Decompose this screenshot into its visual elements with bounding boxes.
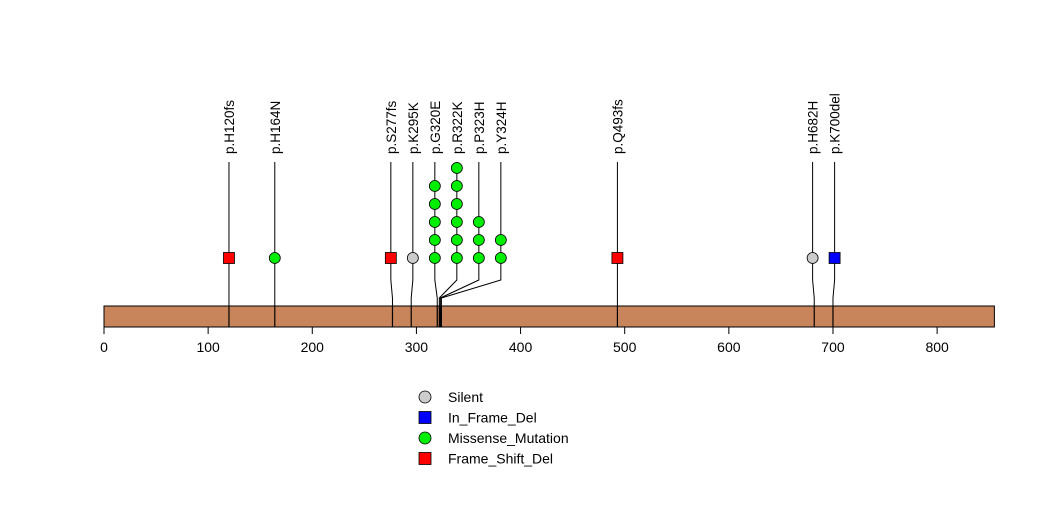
mutation-marker-in-frame-del [828, 252, 841, 264]
mutation-marker-silent [806, 252, 819, 264]
legend-label: Missense_Mutation [448, 430, 569, 446]
legend: SilentIn_Frame_DelMissense_MutationFrame… [418, 389, 569, 467]
mutation-label: p.H120fs [222, 100, 237, 154]
position-marks [228, 306, 834, 327]
connector-line [410, 162, 414, 306]
mutation-label: p.K295K [406, 102, 421, 154]
mutation-label: p.S277fs [384, 100, 399, 154]
connector-line [390, 162, 393, 306]
x-tick-label: 600 [717, 339, 741, 355]
mutation-marker-frame-shift-del [384, 252, 397, 264]
x-tick-label: 500 [613, 339, 637, 355]
mutation-marker-missense-mutation [450, 234, 463, 246]
legend-label: In_Frame_Del [448, 410, 537, 426]
legend-swatch-circle [418, 390, 432, 404]
x-tick-label: 300 [405, 339, 429, 355]
mutation-label: p.K700del [828, 93, 843, 154]
mutation-marker-missense-mutation [268, 252, 281, 264]
mutation-marker-missense-mutation [450, 252, 463, 264]
protein-domain-bar [103, 305, 995, 328]
mutation-marker-missense-mutation [472, 252, 485, 264]
connector-line [440, 162, 502, 306]
legend-item-missense-mutation: Missense_Mutation [418, 430, 569, 446]
x-tick-label: 800 [925, 339, 949, 355]
mutation-marker-missense-mutation [428, 180, 441, 192]
mutation-labels: p.H120fs p.H164N p.S277fs p.K295K p.G320E p.R… [222, 93, 843, 154]
x-tick-label: 700 [821, 339, 845, 355]
x-tick-label: 100 [196, 339, 220, 355]
mutation-marker-missense-mutation [472, 216, 485, 228]
mutation-marker-missense-mutation [450, 216, 463, 228]
mutation-marker-missense-mutation [428, 234, 441, 246]
legend-item-silent: Silent [418, 389, 483, 405]
legend-item-frame-shift-del: Frame_Shift_Del [418, 451, 553, 467]
mutation-label: p.H164N [268, 101, 283, 154]
mutation-marker-silent [406, 252, 419, 264]
legend-label: Frame_Shift_Del [448, 451, 553, 467]
connector-line [812, 162, 815, 306]
legend-swatch-square [418, 411, 432, 424]
mutation-marker-missense-mutation [472, 234, 485, 246]
mutation-marker-missense-mutation [494, 252, 507, 264]
legend-swatch-circle [418, 431, 432, 445]
mutation-marker-missense-mutation [428, 252, 441, 264]
mutation-markers [223, 162, 841, 264]
mutation-label: p.Y324H [494, 101, 509, 154]
mutation-label: p.P323H [472, 101, 487, 154]
mutation-label: p.R322K [450, 101, 465, 154]
x-axis: 0 100 200 300 400 500 600 700 800 [100, 326, 949, 355]
mutation-label: p.Q493fs [610, 99, 625, 154]
x-tick-label: 0 [100, 339, 108, 355]
legend-swatch-square [418, 452, 432, 465]
x-tick-label: 400 [509, 339, 533, 355]
legend-item-in-frame-del: In_Frame_Del [418, 410, 537, 426]
mutation-marker-missense-mutation [428, 216, 441, 228]
mutation-marker-missense-mutation [494, 234, 507, 246]
mutation-label: p.G320E [428, 101, 443, 154]
mutation-marker-missense-mutation [450, 198, 463, 210]
mutation-marker-missense-mutation [428, 198, 441, 210]
legend-label: Silent [448, 389, 483, 405]
mutation-marker-missense-mutation [450, 162, 463, 174]
mutation-marker-missense-mutation [450, 180, 463, 192]
mutation-marker-frame-shift-del [223, 252, 235, 264]
mutation-label: p.H682H [806, 101, 821, 154]
connector-line [832, 162, 836, 306]
mutation-marker-frame-shift-del [611, 252, 624, 264]
x-tick-label: 200 [301, 339, 325, 355]
connector-lines [228, 162, 836, 306]
